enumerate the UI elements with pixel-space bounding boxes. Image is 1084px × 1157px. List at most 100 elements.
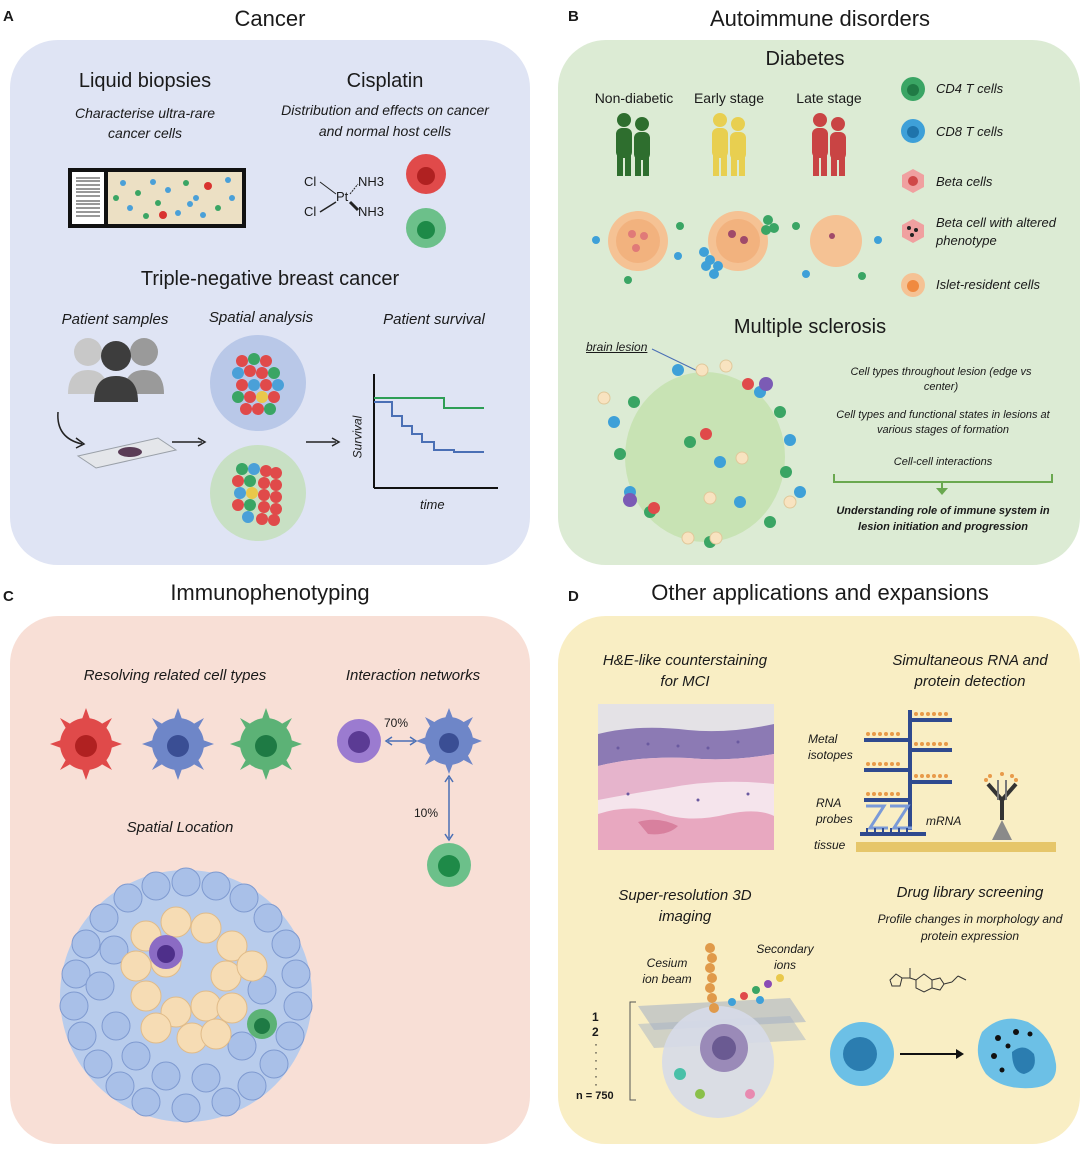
spatial-location-cluster — [59, 867, 313, 1123]
blue-dendritic-cell-icon — [142, 708, 214, 780]
formula-cl-top: Cl — [304, 174, 317, 189]
interaction-arrows — [384, 736, 454, 842]
stage-late: Late stage — [796, 90, 862, 106]
diabetes-title: Diabetes — [765, 48, 845, 70]
interaction-10-percent: 10% — [414, 806, 439, 820]
liquid-biopsies-subtitle: Characterise ultra-rare cancer cells — [74, 105, 216, 141]
time-axis-label: time — [420, 497, 445, 512]
patient-samples-label: Patient samples — [61, 311, 169, 328]
islet-non-diabetic — [592, 211, 684, 284]
purple-cell-icon — [337, 719, 381, 763]
drug-screening-title: Drug library screening — [896, 884, 1044, 901]
interaction-networks-label: Interaction networks — [345, 667, 481, 684]
cesium-label: Cesium ion beam — [642, 956, 692, 986]
super-resolution-illustration — [638, 943, 806, 1118]
biopsy-slide-illustration — [68, 168, 246, 228]
legend-altered-beta-label: Beta cell with altered phenotype — [936, 215, 1056, 248]
legend-cd4-label: CD4 T cells — [936, 81, 1004, 96]
islet-late-stage — [792, 215, 882, 280]
survival-axis-label: Survival — [350, 415, 365, 459]
slice-bracket — [629, 1001, 636, 1101]
ms-bracket-arrow — [833, 474, 1053, 495]
legend-cd8-icon — [901, 119, 925, 143]
super-resolution-title: Super-resolution 3D imaging — [618, 887, 752, 925]
survival-plot — [373, 374, 498, 489]
formula-nh3-top: NH3 — [358, 174, 385, 189]
interaction-70-percent: 70% — [384, 716, 409, 730]
drug-screening-subtitle: Profile changes in morphology and protei… — [877, 912, 1063, 943]
legend-islet-icon — [901, 273, 925, 297]
patient-group-icon — [68, 338, 164, 402]
network-blue-dendritic-icon — [416, 708, 482, 774]
panel-a-letter: A — [3, 8, 14, 25]
tissue-label: tissue — [814, 838, 846, 852]
green-dendritic-cell-icon — [230, 708, 302, 780]
cisplatin-formula: Cl Cl Pt NH3 NH3 — [300, 170, 400, 230]
legend-altered-beta-icon — [902, 219, 924, 243]
stage-early: Early stage — [693, 90, 765, 106]
ms-point-1: Cell types throughout lesion (edge vs ce… — [850, 366, 1032, 393]
drug-arrow-icon — [900, 1049, 964, 1059]
metal-isotopes-label: Metal isotopes — [808, 732, 853, 762]
curved-arrow-icon — [57, 411, 86, 449]
formula-nh3-bottom: NH3 — [358, 204, 385, 219]
legend-beta-label: Beta cells — [936, 174, 993, 189]
tissue-slide-icon — [76, 437, 178, 469]
survival-curve-green — [374, 397, 484, 409]
panel-d-title: Other applications and expansions — [651, 580, 989, 605]
legend-cd4-icon — [901, 77, 925, 101]
panel-d-letter: D — [568, 588, 579, 605]
slice-label-n: n = 750 — [576, 1090, 614, 1102]
brain-lesion-label: brain lesion — [586, 340, 648, 354]
rna-protein-title: Simultaneous RNA and protein detection — [892, 652, 1048, 690]
people-late-stage-icon — [812, 113, 846, 176]
rna-probes-label: RNA probes — [816, 796, 853, 826]
secondary-ions-label: Secondary ions — [756, 942, 814, 972]
red-cancer-cell-icon — [406, 154, 446, 194]
liquid-biopsies-title: Liquid biopsies — [78, 70, 212, 92]
ms-point-3: Cell-cell interactions — [893, 456, 993, 468]
slice-label-1: 1 — [592, 1010, 599, 1024]
rna-protein-diagram — [856, 710, 1056, 852]
spatial-location-label: Spatial Location — [126, 819, 234, 836]
red-dendritic-cell-icon — [50, 708, 122, 780]
slice-dots: ······ — [594, 1037, 598, 1091]
legend-islet-label: Islet-resident cells — [936, 277, 1041, 292]
ms-point-2: Cell types and functional states in lesi… — [836, 409, 1050, 436]
green-normal-cell-icon — [406, 208, 446, 248]
formula-cl-bottom: Cl — [304, 204, 317, 219]
ms-conclusion: Understanding role of immune system in l… — [836, 505, 1050, 533]
people-early-stage-icon — [712, 113, 746, 176]
spatial-analysis-tumor-top — [210, 335, 306, 431]
panel-c-title: Immunophenotyping — [170, 580, 370, 605]
panel-b-letter: B — [568, 8, 579, 25]
resolving-label: Resolving related cell types — [83, 667, 267, 684]
he-tissue-image — [598, 704, 774, 850]
ms-lesion-illustration — [597, 359, 806, 548]
patient-survival-label: Patient survival — [383, 311, 485, 328]
network-green-cell-icon — [427, 843, 471, 887]
legend-cd8-label: CD8 T cells — [936, 124, 1004, 139]
panel-a-title: Cancer — [234, 6, 306, 31]
mrna-label: mRNA — [926, 814, 962, 828]
people-non-diabetic-icon — [616, 113, 650, 176]
spatial-analysis-label: Spatial analysis — [208, 309, 314, 326]
he-counterstaining-title: H&E-like counterstaining for MCI — [602, 652, 768, 690]
tnbc-title: Triple-negative breast cancer — [140, 268, 400, 290]
spatial-analysis-tumor-bottom — [210, 445, 306, 541]
cisplatin-subtitle: Distribution and effects on cancer and n… — [281, 102, 489, 139]
slice-label-2: 2 — [592, 1025, 599, 1039]
cisplatin-title: Cisplatin — [346, 70, 424, 92]
arrow-right-icon-1 — [172, 437, 207, 447]
drug-molecule-icon — [889, 968, 967, 993]
legend-beta-icon — [902, 169, 924, 193]
arrow-right-icon-2 — [306, 437, 341, 447]
islet-early-stage — [699, 211, 779, 279]
panel-c-letter: C — [3, 588, 14, 605]
drug-cell-before-icon — [830, 1022, 894, 1086]
formula-pt: Pt — [336, 189, 349, 204]
drug-cell-after-icon — [977, 1018, 1057, 1089]
panel-b-title: Autoimmune disorders — [709, 6, 931, 31]
survival-curve-blue — [374, 401, 484, 453]
ms-title: Multiple sclerosis — [733, 316, 887, 338]
